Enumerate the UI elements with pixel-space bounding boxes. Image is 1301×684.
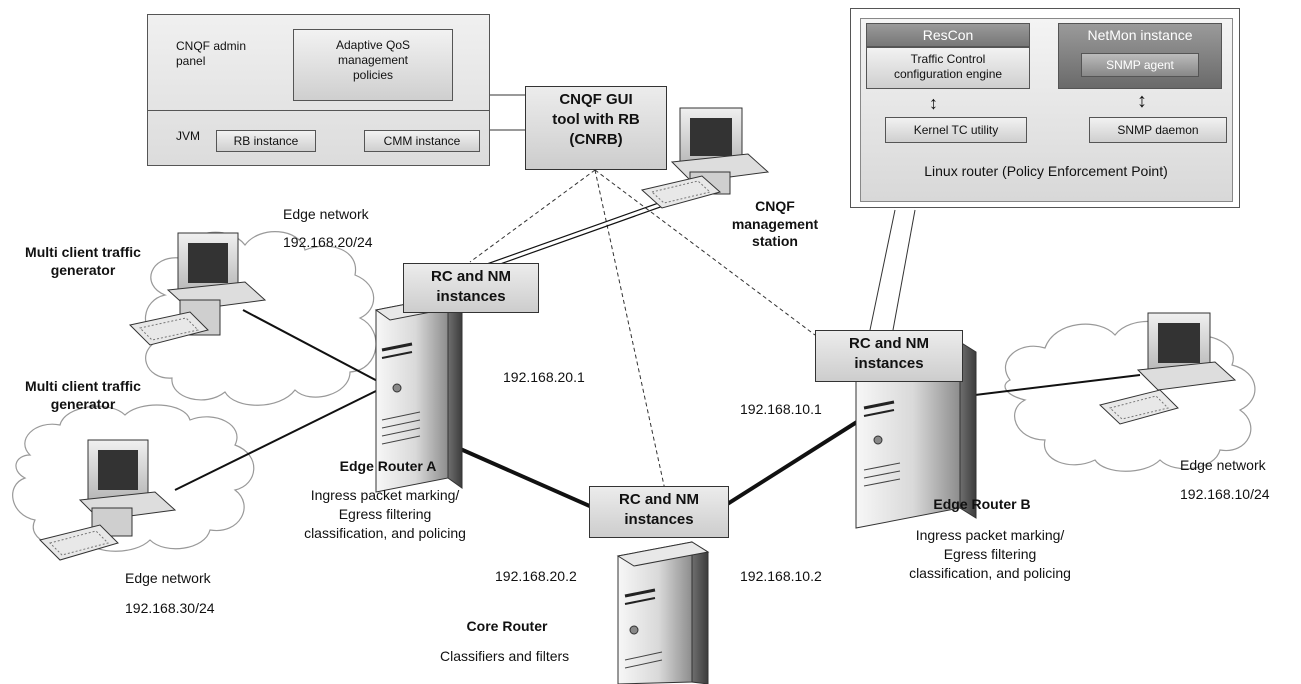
edge-net-10-ip: 192.168.10/24: [1180, 486, 1270, 502]
edge-router-b-server: [855, 341, 977, 529]
rescon-box: ResCon: [866, 23, 1030, 47]
core-router-name: Core Router: [466, 618, 548, 634]
cloud-edge-network-10: [1004, 320, 1256, 472]
traffic-generator-pc-2: [39, 439, 177, 561]
rc-nm-box-router-a: RC and NM instances: [403, 263, 539, 313]
router-a-name: Edge Router A: [339, 458, 437, 474]
jvm-label: JVM: [176, 129, 200, 143]
tc-engine-box: Traffic Control configuration engine: [866, 47, 1030, 89]
edge-net-10-label: Edge network: [1180, 457, 1266, 473]
snmp-agent-box: SNMP agent: [1081, 53, 1199, 77]
edge-net-20-ip: 192.168.20/24: [283, 234, 373, 250]
rc-nm-box-core: RC and NM instances: [589, 486, 729, 538]
traffic-generator-2-label: Multi client traffic generator: [25, 378, 141, 412]
core-ip-left: 192.168.20.2: [495, 568, 577, 584]
admin-panel-label: CNQF admin panel: [176, 39, 247, 68]
router-b-desc: Ingress packet marking/ Egress filtering…: [909, 527, 1071, 581]
management-station-label: CNQF management station: [731, 198, 819, 249]
edge-net-30-ip: 192.168.30/24: [125, 600, 215, 616]
dashed-management-links: [469, 169, 816, 491]
cmm-instance-box: CMM instance: [364, 130, 480, 152]
router-a-desc: Ingress packet marking/ Egress filtering…: [304, 487, 466, 541]
edge-net-20-label: Edge network: [283, 206, 369, 222]
arrow-tc-kernel: ↕: [929, 93, 938, 113]
traffic-generator-pc-1: [128, 232, 267, 346]
arrow-snmp: ↕: [1137, 90, 1147, 112]
router-b-name: Edge Router B: [933, 496, 1031, 512]
cnqf-gui-tool-box: CNQF GUI tool with RB (CNRB): [525, 86, 667, 170]
rc-nm-box-router-b: RC and NM instances: [815, 330, 963, 382]
management-station-pc: [640, 107, 770, 209]
edge-net-30-label: Edge network: [125, 570, 211, 586]
cnqf-admin-panel: CNQF admin panel Adaptive QoS management…: [147, 14, 490, 166]
router-b-ip: 192.168.10.1: [740, 401, 822, 417]
qos-policies-box: Adaptive QoS management policies: [293, 29, 453, 101]
kernel-tc-box: Kernel TC utility: [885, 117, 1027, 143]
network-links: [174, 189, 1141, 517]
core-ip-right: 192.168.10.2: [740, 568, 822, 584]
core-router-desc: Classifiers and filters: [440, 648, 570, 664]
core-router-server: [616, 541, 710, 684]
traffic-generator-1-label: Multi client traffic generator: [25, 244, 141, 278]
edge-network-10-pc: [1098, 312, 1237, 425]
callout-lines: [490, 94, 916, 331]
router-a-ip: 192.168.20.1: [503, 369, 585, 385]
snmp-daemon-box: SNMP daemon: [1089, 117, 1227, 143]
rb-instance-box: RB instance: [216, 130, 316, 152]
linux-router-panel: ResCon Traffic Control configuration eng…: [850, 8, 1240, 208]
linux-router-caption: Linux router (Policy Enforcement Point): [924, 163, 1168, 179]
